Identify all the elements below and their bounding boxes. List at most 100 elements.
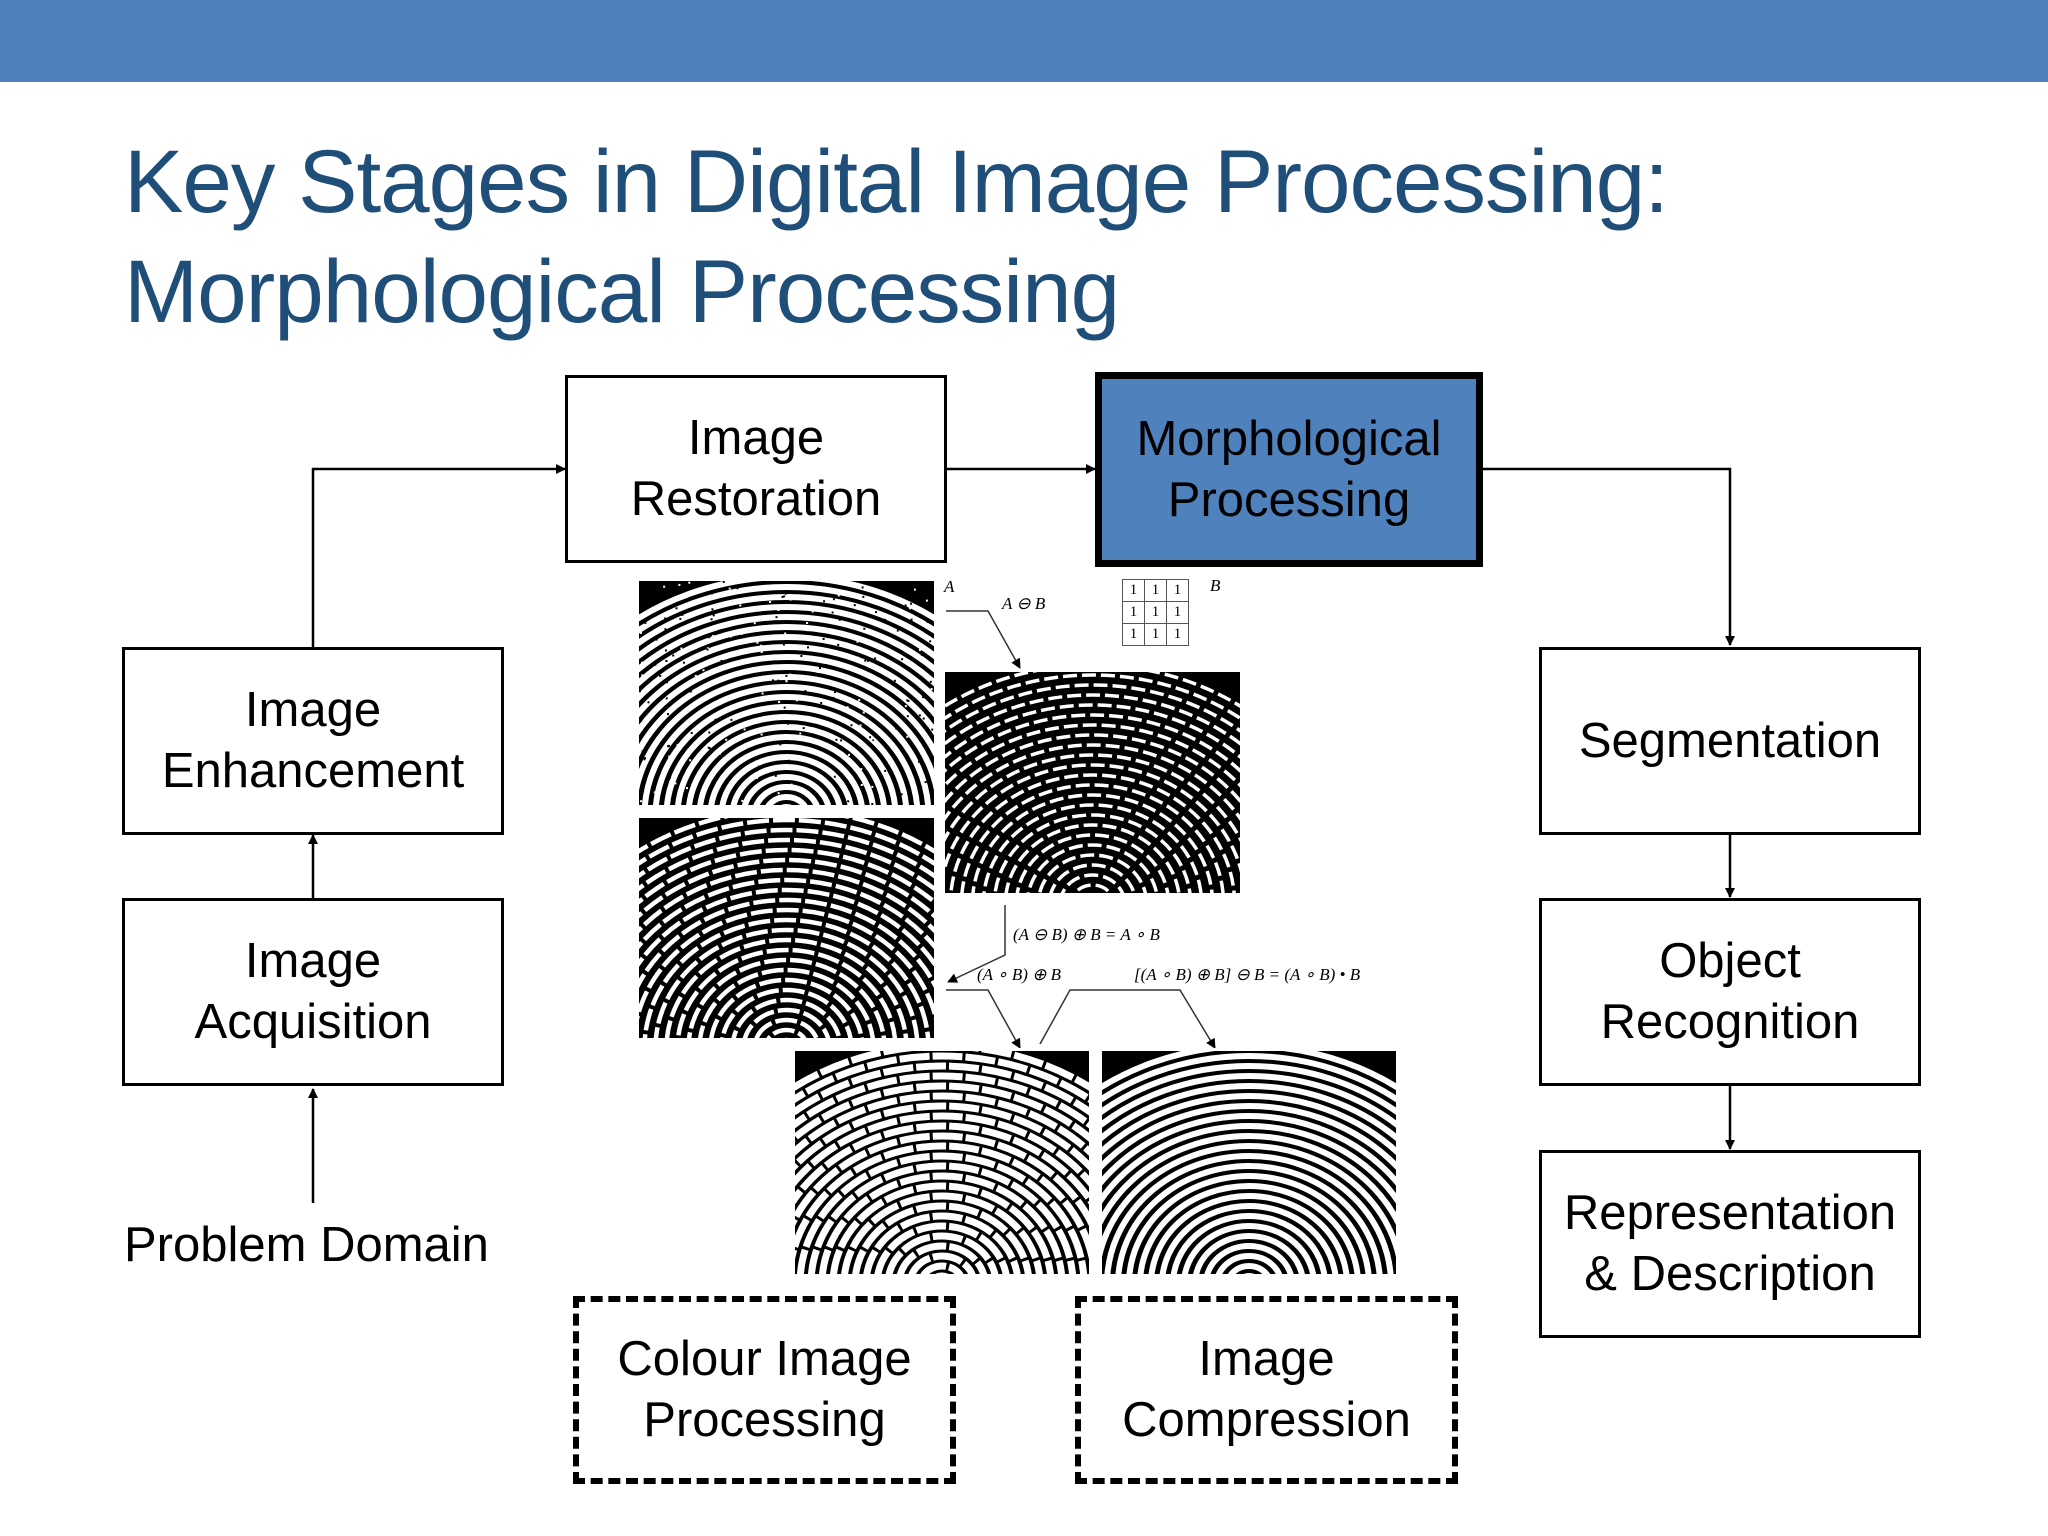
structuring-element-cell: 1 [1144,601,1167,624]
fingerprint-ridge [795,1122,1089,1205]
fingerprint-noise-speck [676,744,679,747]
fingerprint-noise-speck [760,644,763,647]
fingerprint-noise-speck [899,686,902,689]
fingerprint-noise-speck [846,706,849,709]
fingerprint-ridge [1102,1133,1396,1225]
fingerprint-noise-speck [802,727,805,730]
fingerprint-noise-speck [741,799,744,802]
representation-description-label: Representation & Description [1563,1186,1897,1301]
fingerprint-noise-speck [731,766,734,769]
fingerprint-noise-speck [805,739,808,742]
structuring-element-cell: 1 [1122,579,1145,602]
fingerprint-noise-speck [694,674,697,677]
fingerprint-noise-speck [806,622,809,624]
fingerprint-noise-speck [809,724,812,727]
fingerprint-noise-speck [782,643,785,646]
fingerprint-ridge [765,794,808,805]
fingerprint-noise-speck [924,759,926,762]
fingerprint-opened [636,815,937,1041]
structuring-element-cell: 1 [1166,579,1189,602]
fingerprint-noise-speck [643,758,646,761]
fingerprint-noise-speck [643,757,646,760]
fingerprint-noise-speck [710,592,713,595]
fingerprint-noise-speck [761,692,764,695]
fingerprint-noise-speck [760,733,763,736]
fingerprint-ridge [1137,1183,1361,1274]
fingerprint-ridge [741,774,832,805]
fingerprint-noise-speck [906,699,909,702]
fingerprint-noise-speck [690,732,693,734]
fingerprint-noise-speck [678,583,681,586]
fingerprint-noise-speck [883,621,886,623]
fingerprint-ridge [730,764,843,805]
fingerprint-noise-speck [796,699,799,702]
fingerprint-noise-speck [742,697,745,700]
fingerprint-ridge [664,937,909,1038]
fingerprint-ridge [1102,1083,1396,1142]
fingerprint-noise-speck [744,671,747,674]
fingerprint-ridge [642,917,931,1038]
fingerprint-ridge [639,664,934,757]
fingerprint-ridge [1159,1203,1339,1274]
fingerprint-noise-speck [834,691,836,694]
fingerprint-dilated-ridges [795,1051,1089,1274]
top-accent-bar [0,0,2048,82]
fingerprint-noise-speck [904,604,907,607]
fingerprint-noise-speck [720,660,723,662]
fingerprint-noise-speck [918,714,921,717]
fingerprint-noise-speck [777,679,780,682]
fingerprint-noise-speck [709,742,712,745]
figure-label-b: B [1210,576,1221,595]
fingerprint-ridge [945,743,1240,822]
fingerprint-ridge [1072,883,1113,893]
colour-image-processing-box: Colour Image Processing [573,1296,956,1484]
fingerprint-noise-speck [785,674,788,677]
fingerprint-noise-speck [663,596,666,599]
fingerprint-noise-speck [819,667,821,670]
fingerprint-ridge [1049,863,1136,893]
segmentation-label: Segmentation [1578,713,1882,768]
fingerprint-noise-speck [768,597,771,600]
fingerprint-noise-speck [919,649,921,651]
fingerprint-noise-speck [777,646,780,649]
problem-domain-label: Problem Domain [124,1218,489,1272]
fingerprint-ridge [795,1062,1089,1116]
fingerprint-noise-speck [739,604,742,607]
fingerprint-noise-speck [856,640,859,643]
fingerprint-noise-speck [769,601,772,603]
fingerprint-noise-speck [781,595,784,598]
fingerprint-noise-speck [865,691,868,694]
fingerprint-ridge [686,724,887,805]
fingerprint-ridge [1102,1103,1396,1170]
structuring-element-cell: 1 [1166,623,1189,646]
fingerprint-ridge [1102,1053,1396,1103]
fingerprint-noise-speck [762,781,765,784]
fingerprint-noise-speck [654,663,657,666]
fingerprint-noise-speck [871,803,874,805]
fingerprint-ridge [1104,1153,1394,1274]
figure-arrow-erosion [946,610,1021,669]
fingerprint-noise-speck [686,787,688,790]
fingerprint-dilated [792,1048,1092,1277]
fingerprint-noise-speck [688,642,691,645]
fingerprint-noise-speck [681,613,684,616]
fingerprint-ridge [795,1082,1089,1142]
fingerprint-noise-speck [906,735,909,738]
fingerprint-noise-speck [900,793,903,796]
fingerprint-noise-speck [875,611,877,614]
fingerprint-noise-speck [768,665,771,668]
fingerprint-noise-speck [712,650,715,653]
fingerprint-ridge [1037,853,1148,893]
fingerprint-noise-speck [758,765,761,768]
fingerprint-ridge [1060,873,1125,893]
fingerprint-noise-speck [664,628,667,631]
fingerprint-ridge [675,947,898,1038]
fingerprint-noise-speck [838,618,841,621]
fingerprint-noise-speck [816,671,819,673]
fingerprint-ridge [896,1242,988,1274]
fingerprint-noise-speck [675,668,678,671]
fingerprint-ridge [945,713,1240,773]
fingerprint-noise-speck [778,701,781,703]
fingerprint-ridge [766,1027,807,1038]
